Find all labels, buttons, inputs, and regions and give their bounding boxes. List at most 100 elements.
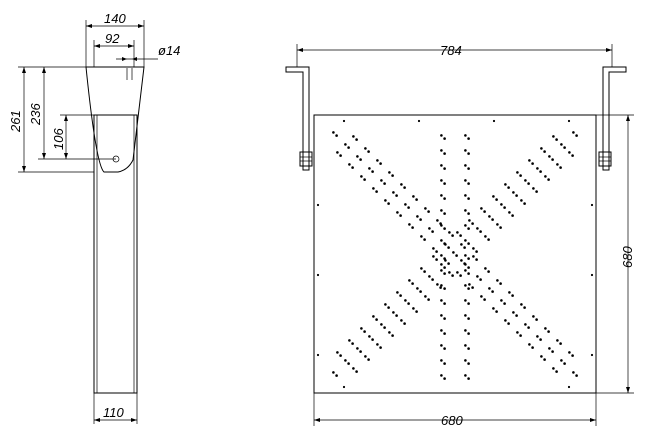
perforation-hole bbox=[399, 214, 402, 217]
perforation-hole bbox=[392, 191, 395, 194]
perforation-hole bbox=[444, 243, 447, 246]
perforation-hole bbox=[540, 147, 543, 150]
perforation-hole bbox=[464, 284, 467, 287]
edge-fastener bbox=[590, 203, 594, 207]
perforation-hole bbox=[559, 342, 562, 345]
perforation-hole bbox=[516, 331, 519, 334]
perforation-hole bbox=[396, 291, 399, 294]
perforation-hole bbox=[420, 267, 423, 270]
perforation-hole bbox=[508, 211, 511, 214]
perforation-hole bbox=[464, 314, 467, 317]
perforation-hole bbox=[483, 298, 486, 301]
perforation-hole bbox=[443, 347, 446, 350]
perforation-hole bbox=[488, 215, 491, 218]
side-view: 140 92 ø14 261 236 106 110 bbox=[8, 11, 180, 424]
perforation-hole bbox=[387, 306, 390, 309]
perforation-hole bbox=[451, 234, 454, 237]
perforation-hole bbox=[467, 377, 470, 380]
perforation-hole bbox=[428, 227, 431, 230]
perforation-hole bbox=[400, 319, 403, 322]
perforation-hole bbox=[443, 377, 446, 380]
perforation-hole bbox=[572, 371, 575, 374]
perforation-hole bbox=[563, 362, 566, 365]
perforation-hole bbox=[575, 134, 578, 137]
perforation-hole bbox=[556, 339, 559, 342]
perforation-hole bbox=[575, 374, 578, 377]
perforation-hole bbox=[376, 343, 379, 346]
perforation-hole bbox=[464, 224, 467, 227]
perforation-hole bbox=[456, 271, 459, 274]
perforation-hole bbox=[548, 155, 551, 158]
perforation-hole bbox=[440, 134, 443, 137]
left-bracket bbox=[285, 66, 310, 171]
perforation-hole bbox=[452, 251, 455, 254]
perforation-hole bbox=[491, 290, 494, 293]
perforation-hole bbox=[467, 362, 470, 365]
perforation-hole bbox=[451, 274, 454, 277]
perforation-hole bbox=[560, 143, 563, 146]
perforation-hole bbox=[436, 283, 439, 286]
perforation-hole bbox=[440, 149, 443, 152]
perforation-hole bbox=[360, 175, 363, 178]
perforation-hole bbox=[440, 299, 443, 302]
perforation-hole bbox=[380, 179, 383, 182]
perforation-hole bbox=[424, 295, 427, 298]
perforation-hole bbox=[467, 287, 470, 290]
perforation-hole bbox=[436, 219, 439, 222]
perforation-hole bbox=[471, 222, 474, 225]
perforation-hole bbox=[404, 203, 407, 206]
perforation-hole bbox=[443, 182, 446, 185]
perforation-hole bbox=[484, 267, 487, 270]
dim-236-label: 236 bbox=[28, 103, 43, 126]
perforation-hole bbox=[496, 223, 499, 226]
perforation-hole bbox=[492, 307, 495, 310]
perforation-hole bbox=[527, 182, 530, 185]
perforation-hole bbox=[431, 278, 434, 281]
perforation-hole bbox=[412, 307, 415, 310]
perforation-hole bbox=[479, 278, 482, 281]
perforation-hole bbox=[448, 231, 451, 234]
perforation-hole bbox=[440, 329, 443, 332]
perforation-hole bbox=[388, 171, 391, 174]
perforation-hole bbox=[443, 317, 446, 320]
perforation-hole bbox=[532, 315, 535, 318]
edge-fastener bbox=[316, 203, 320, 207]
perforation-hole bbox=[403, 322, 406, 325]
perforation-hole bbox=[391, 174, 394, 177]
perforation-hole bbox=[464, 134, 467, 137]
perforation-hole bbox=[443, 197, 446, 200]
perforation-hole bbox=[428, 275, 431, 278]
perforation-hole bbox=[504, 183, 507, 186]
perforation-hole bbox=[491, 218, 494, 221]
perforation-hole bbox=[571, 354, 574, 357]
perforation-hole bbox=[548, 347, 551, 350]
perforation-hole bbox=[423, 270, 426, 273]
perforation-hole bbox=[388, 331, 391, 334]
edge-fastener bbox=[567, 119, 571, 123]
perforation-hole bbox=[536, 167, 539, 170]
perforation-hole bbox=[476, 227, 479, 230]
perforation-hole bbox=[460, 243, 463, 246]
perforation-hole bbox=[532, 187, 535, 190]
perforation-hole bbox=[456, 231, 459, 234]
perforation-hole bbox=[400, 183, 403, 186]
perforation-hole bbox=[440, 284, 443, 287]
perforation-hole bbox=[356, 347, 359, 350]
perforation-hole bbox=[535, 318, 538, 321]
perforation-hole bbox=[356, 155, 359, 158]
perforation-hole bbox=[395, 194, 398, 197]
perforation-hole bbox=[376, 159, 379, 162]
perforation-hole bbox=[568, 351, 571, 354]
perforation-hole bbox=[484, 235, 487, 238]
edge-fastener bbox=[316, 273, 320, 277]
perforation-hole bbox=[348, 339, 351, 342]
dim-784-label: 784 bbox=[440, 43, 462, 58]
perforation-hole bbox=[368, 335, 371, 338]
perforation-hole bbox=[396, 211, 399, 214]
perforation-hole bbox=[551, 158, 554, 161]
perforation-hole bbox=[519, 174, 522, 177]
perforation-hole bbox=[535, 190, 538, 193]
perforation-hole bbox=[560, 359, 563, 362]
perforation-hole bbox=[355, 138, 358, 141]
